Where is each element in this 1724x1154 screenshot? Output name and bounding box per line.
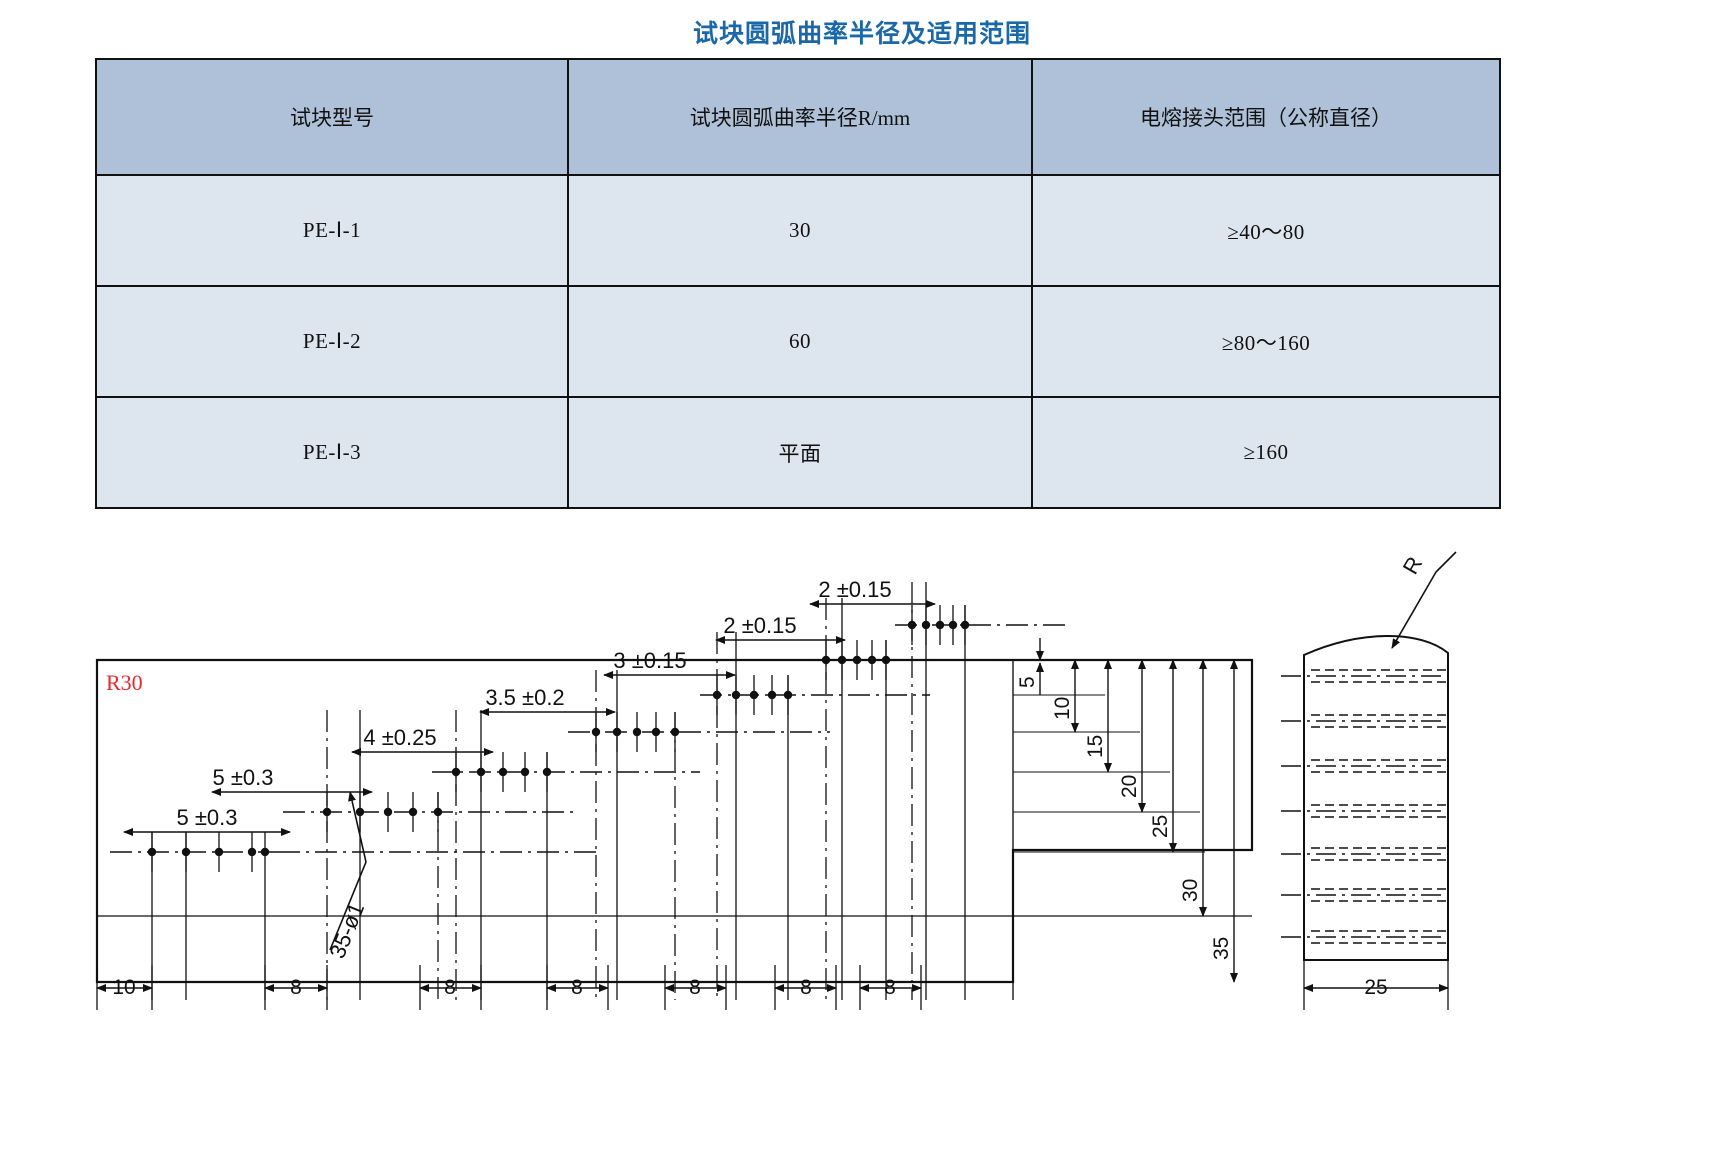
table-header-row: 试块型号 试块圆弧曲率半径R/mm 电熔接头范围（公称直径）	[95, 58, 1501, 176]
table-cell-radius: 30	[567, 174, 1033, 287]
dim-label-h-6: 2 ±0.15	[723, 613, 796, 638]
dim-label-v-3: 15	[1084, 735, 1107, 758]
dim-label-v-7: 35	[1210, 937, 1233, 960]
dim-label-v-6: 30	[1179, 879, 1202, 902]
table-cell-model: PE-Ⅰ-2	[95, 285, 569, 398]
table-cell-radius: 60	[567, 285, 1033, 398]
dim-label-b-3: 8	[444, 976, 456, 999]
dim-label-v-2: 10	[1051, 697, 1074, 720]
dim-label-h-7: 2 ±0.15	[818, 577, 891, 602]
spec-table: 试块型号 试块圆弧曲率半径R/mm 电熔接头范围（公称直径） PE-Ⅰ-1 30…	[95, 58, 1501, 509]
hole-callout-label: 35-ø1	[324, 899, 369, 962]
radius-note-label: R30	[106, 670, 143, 695]
section-radius-label: R	[1398, 552, 1428, 578]
section-width-label: 25	[1364, 976, 1387, 999]
dim-label-h-5: 3 ±0.15	[613, 648, 686, 673]
dim-label-h-4: 3.5 ±0.2	[485, 685, 564, 710]
table-row: PE-Ⅰ-2 60 ≥80～160	[95, 285, 1501, 398]
dim-label-h-1: 5 ±0.3	[176, 805, 237, 830]
dim-label-b-5: 8	[689, 976, 701, 999]
dim-label-b-1: 10	[112, 976, 135, 999]
dim-label-v-1: 5	[1016, 676, 1039, 688]
table-row: PE-Ⅰ-3 平面 ≥160	[95, 396, 1501, 509]
dim-label-h-2: 5 ±0.3	[212, 765, 273, 790]
page-title: 试块圆弧曲率半径及适用范围	[692, 20, 1031, 48]
technical-drawing: R 30	[0, 520, 1724, 1154]
dim-label-b-6: 8	[800, 976, 812, 999]
dim-label-v-4: 20	[1118, 775, 1141, 798]
table-header-cell-range: 电熔接头范围（公称直径）	[1031, 58, 1501, 176]
dim-label-v-5: 25	[1149, 815, 1172, 838]
dim-label-b-2: 8	[290, 976, 302, 999]
table-cell-range: ≥80～160	[1031, 285, 1501, 398]
table-cell-range: ≥160	[1031, 396, 1501, 509]
dim-label-b-4: 8	[571, 976, 583, 999]
table-cell-range: ≥40～80	[1031, 174, 1501, 287]
dim-label-b-7: 8	[884, 976, 896, 999]
table-cell-model: PE-Ⅰ-1	[95, 174, 569, 287]
table-cell-model: PE-Ⅰ-3	[95, 396, 569, 509]
dim-label-h-3: 4 ±0.25	[363, 725, 436, 750]
table-header-cell-radius: 试块圆弧曲率半径R/mm	[567, 58, 1033, 176]
table-row: PE-Ⅰ-1 30 ≥40～80	[95, 174, 1501, 287]
table-header-cell-model: 试块型号	[95, 58, 569, 176]
table-cell-radius: 平面	[567, 396, 1033, 509]
